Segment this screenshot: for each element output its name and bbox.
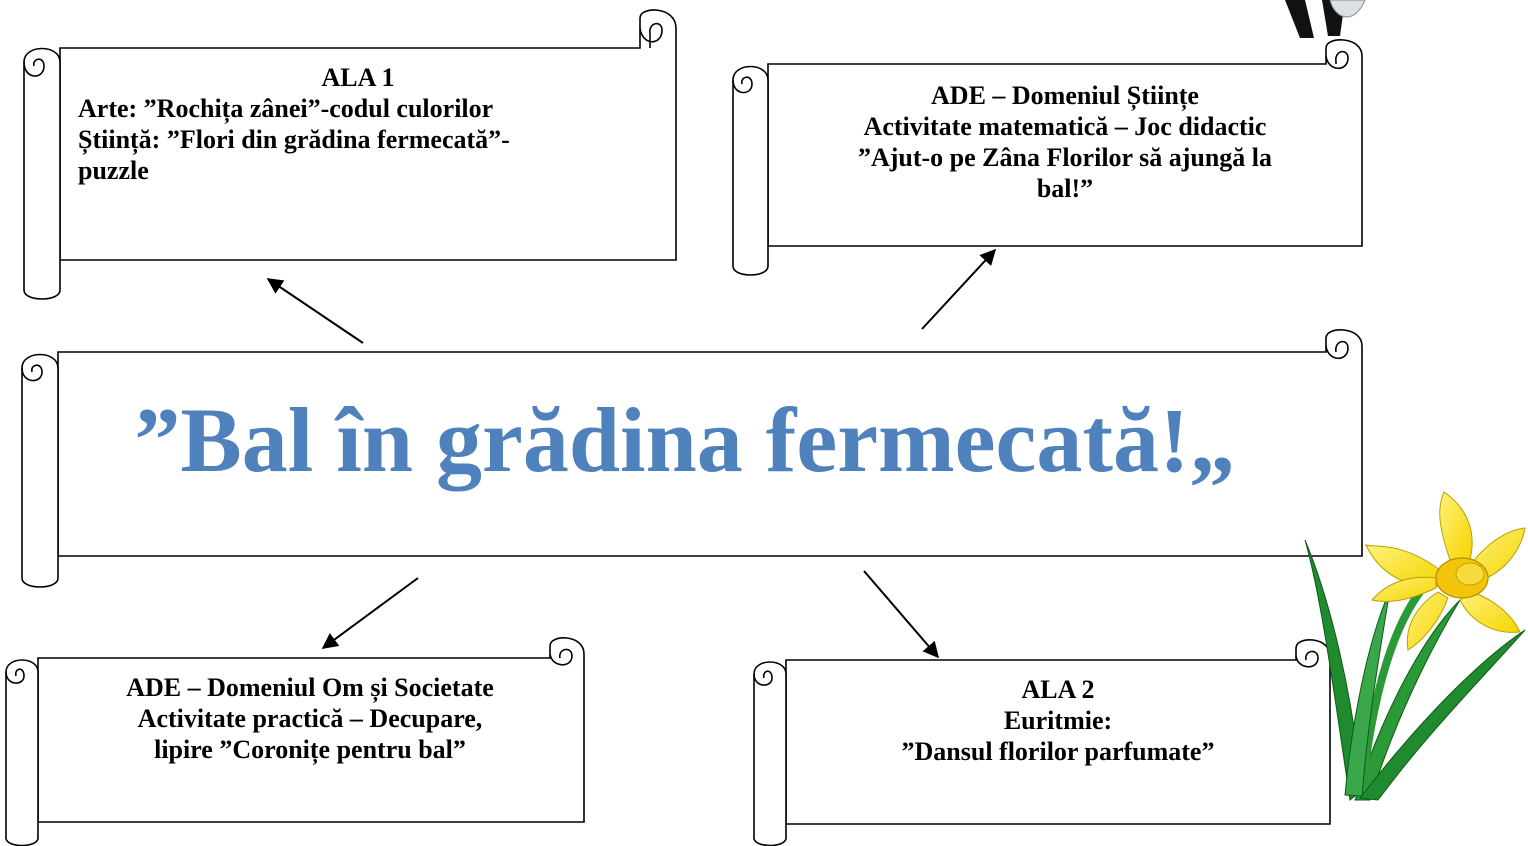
scroll-center-title (21, 329, 1363, 588)
central-title: ”Bal în grădina fermecată!„ (134, 389, 1236, 491)
flower-top-right-decoration (1285, 0, 1366, 38)
box-bottom-right-line-2: Euritmie: (1003, 706, 1113, 735)
box-top-left-line-2: Arte: ”Rochița zânei”-codul culorilor (78, 94, 494, 123)
box-top-right-line-1: ADE – Domeniul Științe (931, 81, 1199, 110)
arrow-to-top-left (266, 278, 364, 344)
daffodil-leaf (1359, 629, 1526, 801)
scroll-bottom-right (753, 639, 1331, 846)
daffodil-petal (1459, 591, 1521, 633)
box-bottom-left-text: ADE – Domeniul Om și Societate Activitat… (40, 672, 580, 765)
daffodil-stem (1358, 577, 1433, 791)
daffodil-leaf (1304, 539, 1363, 801)
box-top-right-line-4: bal!” (1036, 174, 1094, 203)
box-bottom-right-text: ALA 2 Euritmie: ”Dansul florilor parfuma… (788, 674, 1328, 767)
box-bottom-right-line-3: ”Dansul florilor parfumate” (901, 737, 1215, 766)
box-top-left-line-4: puzzle (78, 156, 149, 185)
arrow-to-top-right (921, 248, 997, 330)
arrow-to-bottom-right (863, 570, 940, 659)
box-bottom-left-line-2: Activitate practică – Decupare, (137, 704, 483, 733)
box-top-left-line-3: Știință: ”Flori din grădina fermecată”- (78, 125, 510, 154)
arrows (266, 248, 997, 659)
box-bottom-right-line-1: ALA 2 (1021, 675, 1095, 704)
daffodil-petal (1406, 591, 1449, 651)
box-top-left-line-1: ALA 1 (321, 63, 395, 92)
arrow-to-bottom-left (321, 577, 419, 649)
scroll-top-left (23, 9, 677, 300)
box-top-right-line-3: ”Ajut-o pe Zâna Florilor să ajungă la (857, 143, 1273, 172)
daffodil-petal (1371, 576, 1437, 602)
daffodil-petal (1439, 491, 1473, 561)
box-bottom-left-line-3: lipire ”Coronițe pentru bal” (154, 735, 466, 764)
scroll-top-right (732, 39, 1363, 276)
scroll-bottom-left (5, 637, 585, 846)
box-top-left-text: ALA 1 Arte: ”Rochița zânei”-codul culori… (78, 62, 638, 186)
box-top-right-text: ADE – Domeniul Științe Activitate matema… (770, 80, 1360, 204)
box-top-right-line-2: Activitate matematică – Joc didactic (863, 112, 1267, 141)
box-bottom-left-line-1: ADE – Domeniul Om și Societate (126, 673, 494, 702)
daffodil-decoration (1304, 491, 1526, 801)
